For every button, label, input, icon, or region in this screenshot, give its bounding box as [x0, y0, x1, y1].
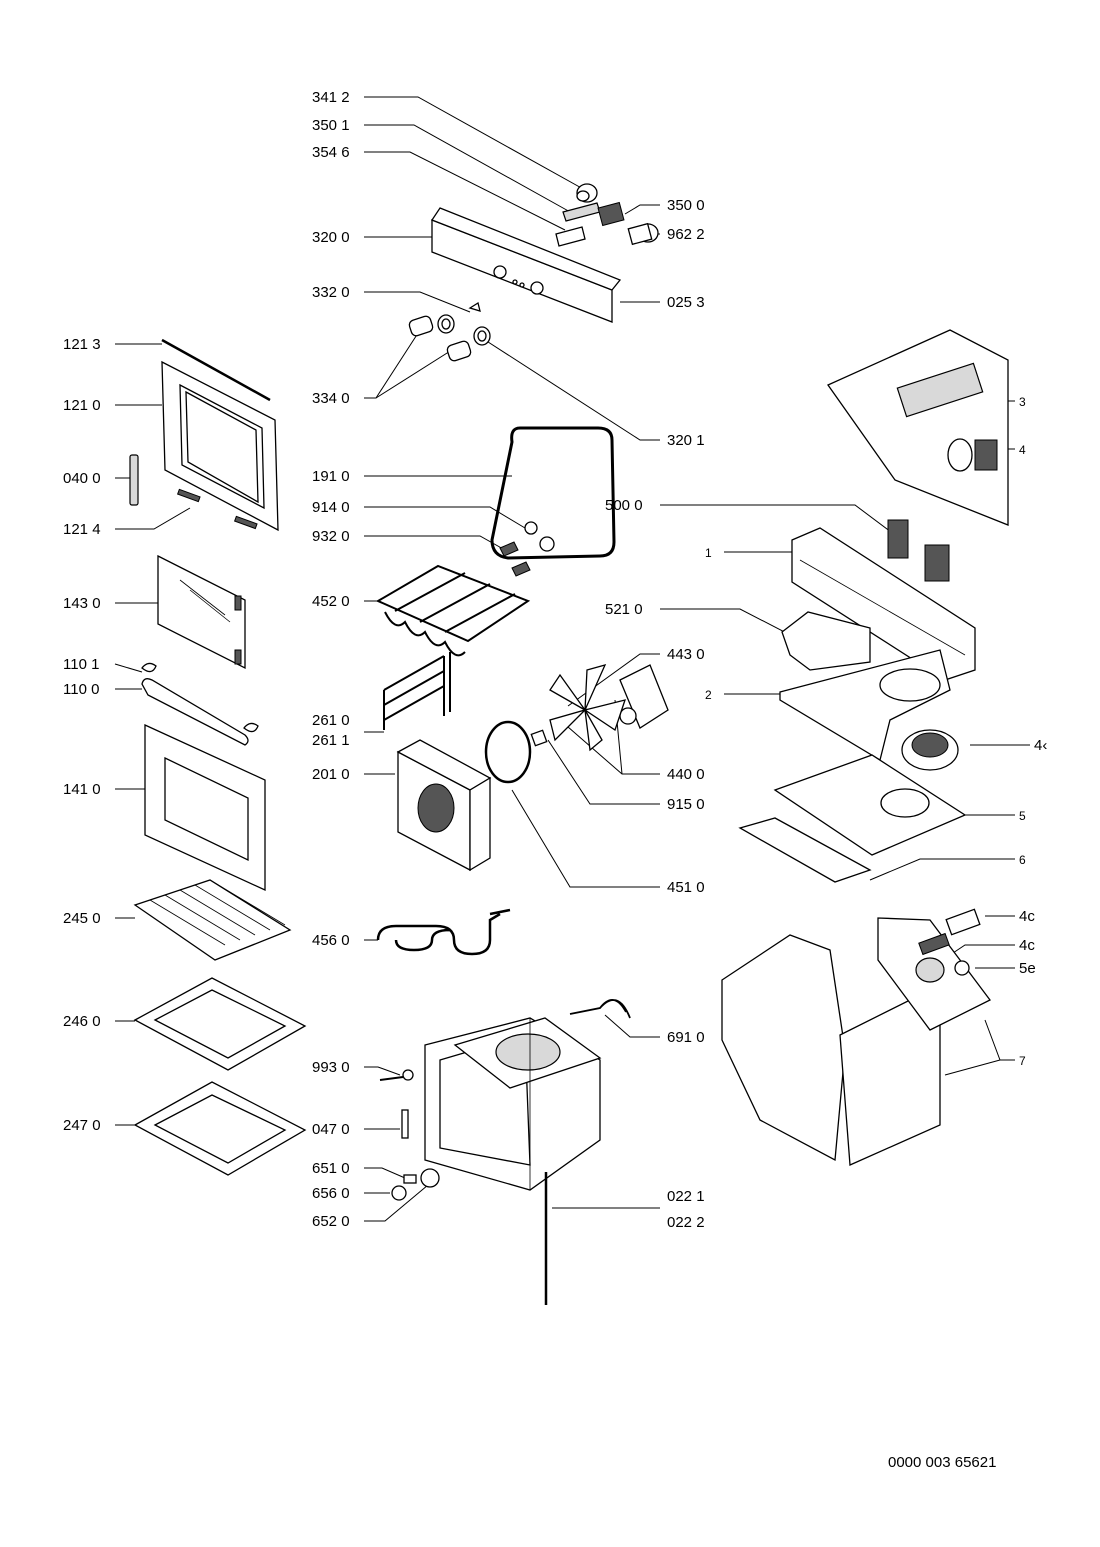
callout-110-0: 110 0: [63, 681, 99, 698]
callout-121-0: 121 0: [63, 397, 101, 414]
callout-022-1: 022 1: [667, 1188, 705, 1205]
callout-right-6: 6: [1019, 853, 1026, 867]
callout-350-1: 350 1: [312, 117, 350, 134]
callout-261-0: 261 0: [312, 712, 350, 729]
callout-915-0: 915 0: [667, 796, 705, 813]
callout-993-0: 993 0: [312, 1059, 350, 1076]
callout-right-5: 5: [1019, 809, 1026, 823]
door-parts: [129, 338, 279, 892]
callout-121-3: 121 3: [63, 336, 101, 353]
callout-245-0: 245 0: [63, 910, 101, 927]
callout-040-0: 040 0: [63, 470, 101, 487]
callout-521-0: 521 0: [605, 601, 643, 618]
callout-350-0: 350 0: [667, 197, 705, 214]
callout-500-0: 500 0: [605, 497, 643, 514]
control-panel-parts: [408, 183, 659, 362]
callout-right-4: 4: [1019, 443, 1026, 457]
callout-121-4: 121 4: [63, 521, 101, 538]
callout-932-0: 932 0: [312, 528, 350, 545]
callout-right-1: 1: [705, 546, 712, 560]
callout-141-0: 141 0: [63, 781, 101, 798]
callout-right-44: 4‹: [1034, 737, 1047, 754]
callout-right-55: 5е: [1019, 960, 1036, 977]
callout-320-0: 320 0: [312, 229, 350, 246]
callout-143-0: 143 0: [63, 595, 101, 612]
callout-right-49a: 4с: [1019, 908, 1035, 925]
callout-320-1: 320 1: [667, 432, 705, 449]
leader-lines: [114, 96, 1030, 1222]
callout-332-0: 332 0: [312, 284, 350, 301]
callout-962-2: 962 2: [667, 226, 705, 243]
callout-451-0: 451 0: [667, 879, 705, 896]
callout-452-0: 452 0: [312, 593, 350, 610]
callout-656-0: 656 0: [312, 1185, 350, 1202]
callout-354-6: 354 6: [312, 144, 350, 161]
callout-191-0: 191 0: [312, 468, 350, 485]
callout-651-0: 651 0: [312, 1160, 350, 1177]
callout-691-0: 691 0: [667, 1029, 705, 1046]
callout-652-0: 652 0: [312, 1213, 350, 1230]
callout-110-1: 110 1: [63, 656, 99, 673]
callout-025-3: 025 3: [667, 294, 705, 311]
callout-247-0: 247 0: [63, 1117, 101, 1134]
callout-022-2: 022 2: [667, 1214, 705, 1231]
callout-246-0: 246 0: [63, 1013, 101, 1030]
callout-261-1: 261 1: [312, 732, 350, 749]
callout-341-2: 341 2: [312, 89, 350, 106]
callout-443-0: 443 0: [667, 646, 705, 663]
callout-right-49b: 4с: [1019, 937, 1035, 954]
callout-right-3: 3: [1019, 395, 1026, 409]
callout-456-0: 456 0: [312, 932, 350, 949]
callout-right-2: 2: [705, 688, 712, 702]
cavity-accessory-parts: [133, 426, 669, 1176]
callout-labels: 341 2 350 1 354 6 350 0 962 2 320 0 025 …: [63, 89, 1047, 1471]
callout-440-0: 440 0: [667, 766, 705, 783]
callout-right-7: 7: [1019, 1054, 1026, 1068]
housing-parts: [721, 329, 1009, 1166]
callout-334-0: 334 0: [312, 390, 350, 407]
oven-cavity: [379, 1017, 602, 1305]
callout-914-0: 914 0: [312, 499, 350, 516]
callout-047-0: 047 0: [312, 1121, 350, 1138]
callout-201-0: 201 0: [312, 766, 350, 783]
drawing-number: 0000 003 65621: [888, 1454, 996, 1471]
